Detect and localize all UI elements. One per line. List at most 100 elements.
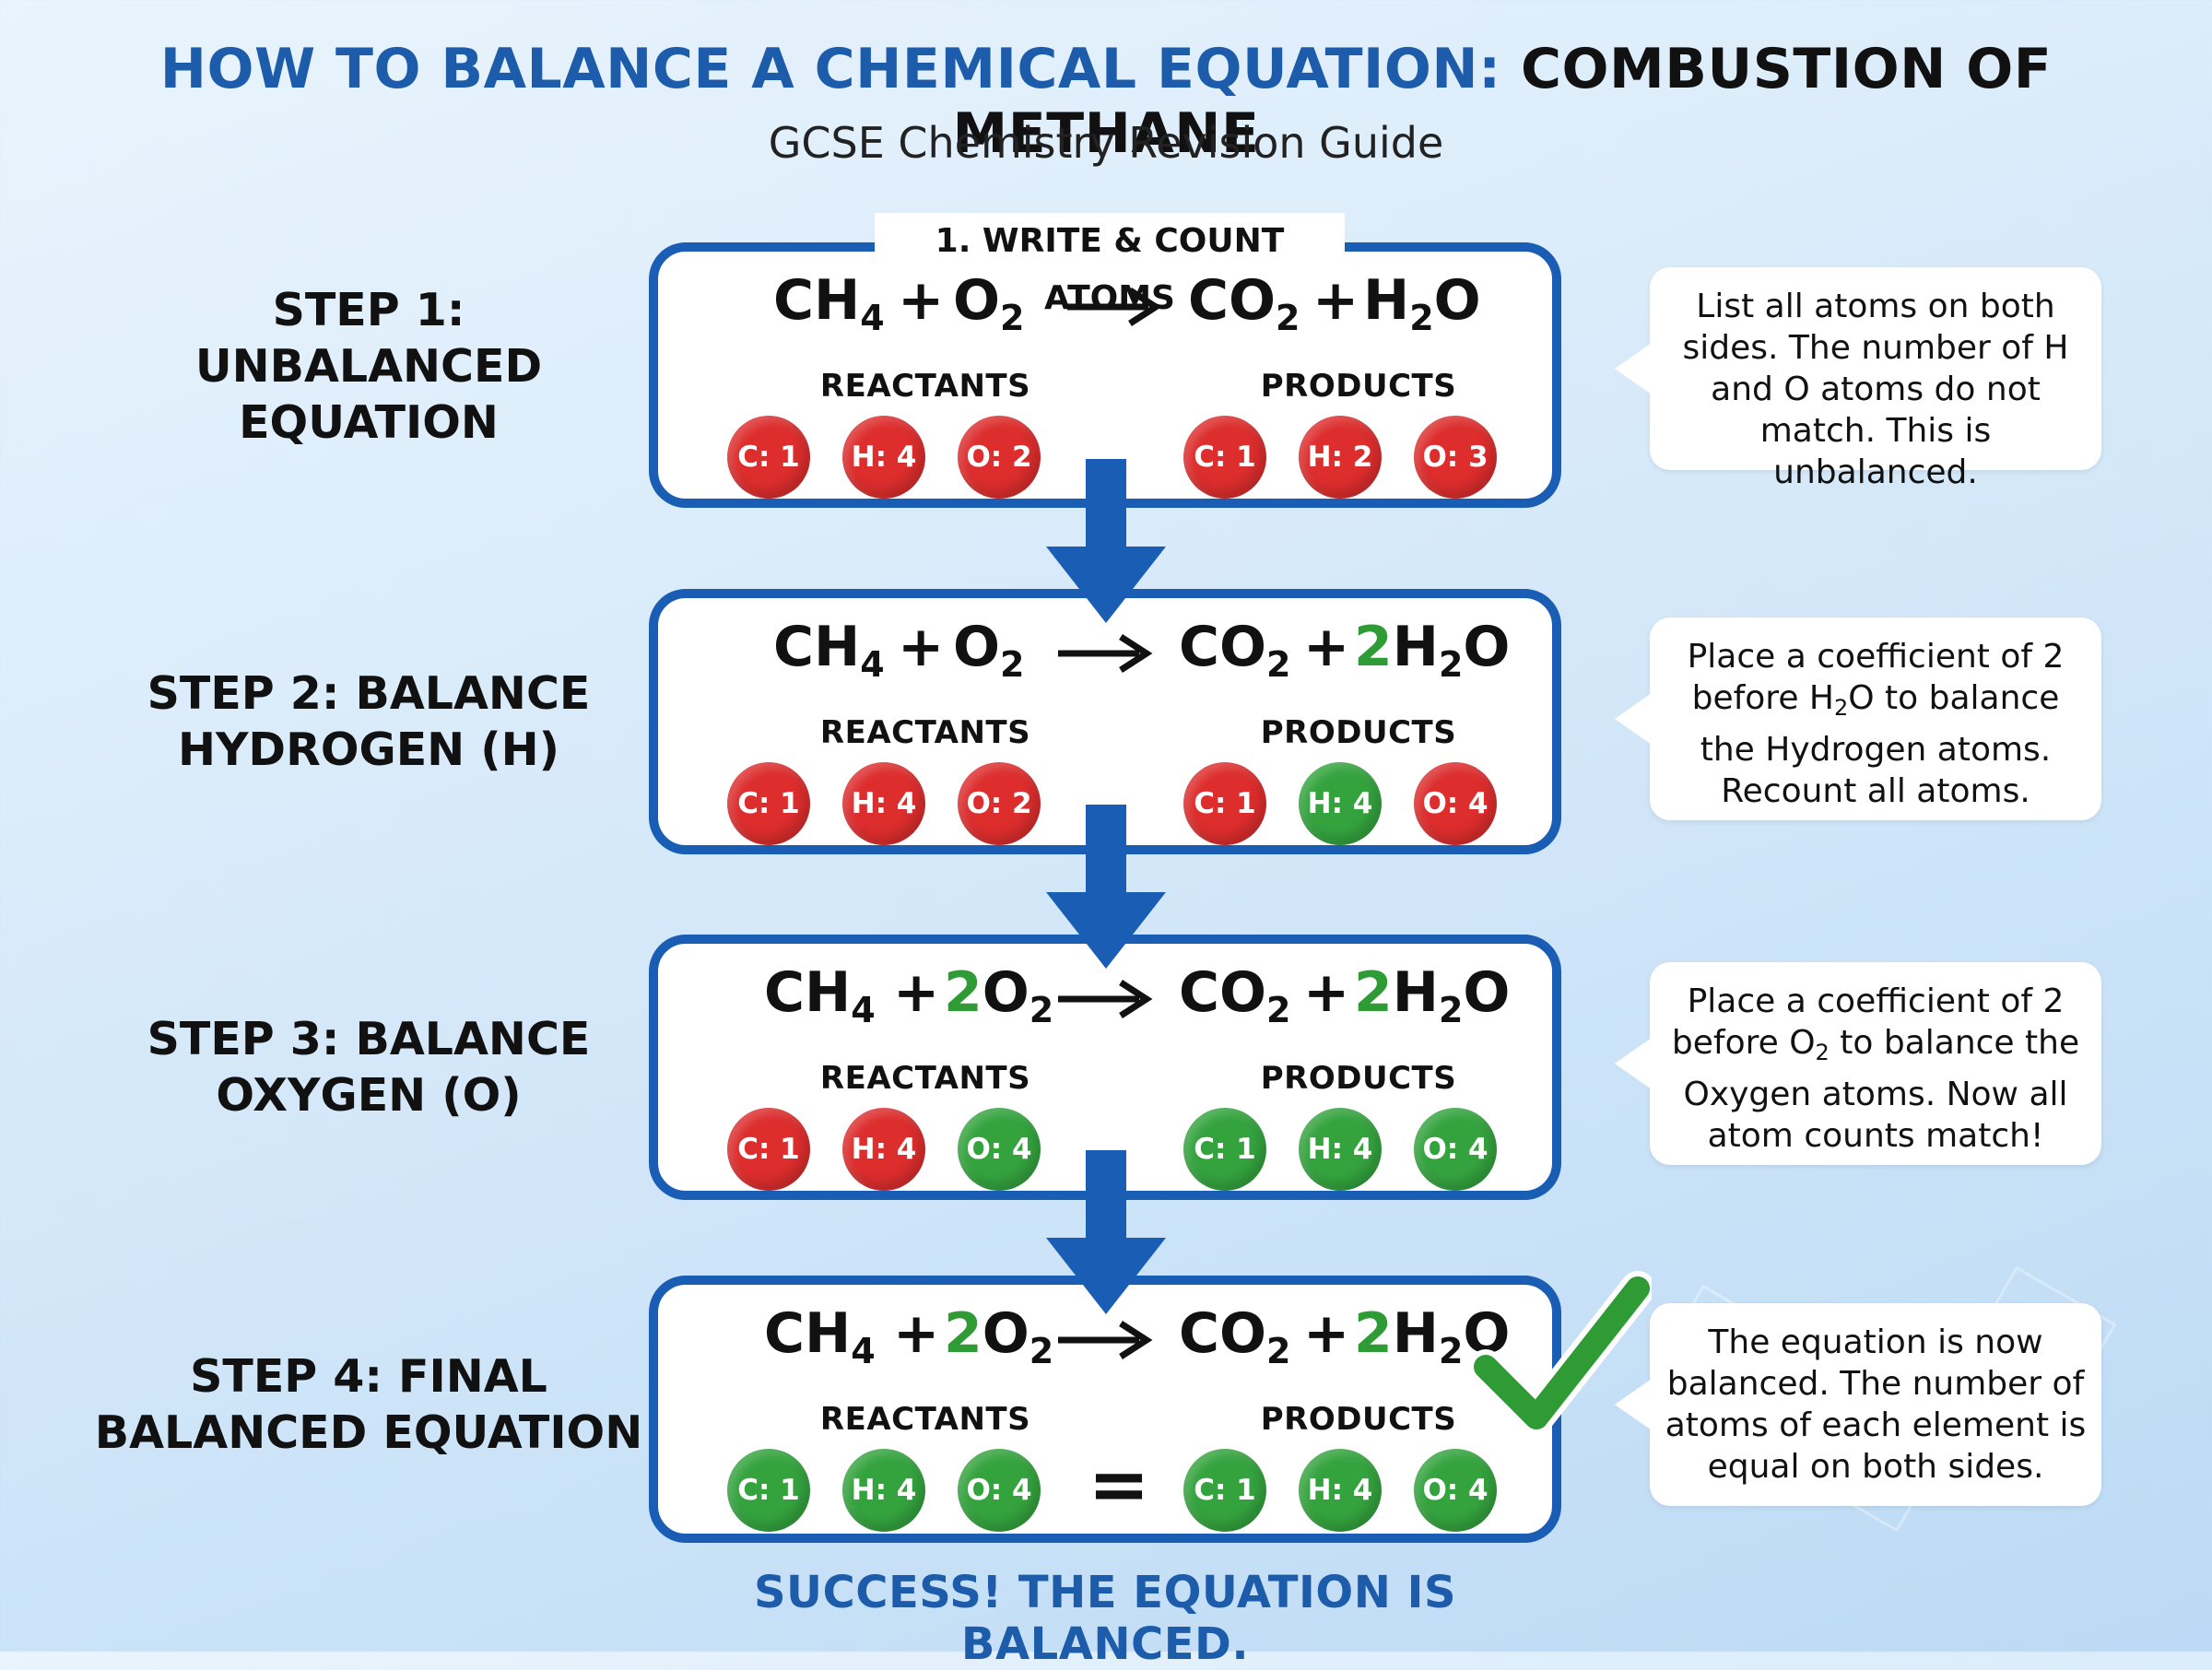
water-term-coefficient: 2: [1354, 615, 1393, 679]
product-atom-count-badge: C: 1: [1183, 1108, 1266, 1191]
reaction-arrow-icon: [1058, 634, 1153, 673]
step-2-callout-text-2: O to balance the Hydrogen atoms. Recount…: [1700, 679, 2060, 810]
step-1-callout-text: List all atoms on both sides. The number…: [1682, 288, 2069, 491]
step-4-label-line-2: BALANCED EQUATION: [94, 1406, 643, 1459]
reactants-label: REACTANTS: [819, 368, 1031, 405]
reactant-atom-count-badge: O: 4: [958, 1449, 1041, 1532]
oxygen-term: O2: [953, 615, 1025, 685]
product-atom-count-badge: O: 4: [1414, 1449, 1497, 1532]
methane-term: CH4: [773, 615, 885, 685]
reactant-atom-count-badge: H: 4: [842, 762, 925, 845]
reactant-atom-count-badge: H: 4: [842, 1108, 925, 1191]
water-term-coefficient: 2: [1354, 960, 1393, 1025]
oxygen-term: 2O2: [944, 1301, 1054, 1371]
oxygen-term-coefficient: 2: [944, 960, 982, 1025]
product-atom-count-badge: O: 3: [1414, 416, 1497, 499]
reaction-arrow-icon: [1058, 1321, 1153, 1359]
step-3-label-line-2: OXYGEN (O): [216, 1069, 522, 1122]
page-subtitle: GCSE Chemistry Revision Guide: [768, 118, 1444, 168]
plus-sign: +: [1303, 615, 1350, 679]
plus-sign: +: [1303, 1301, 1350, 1366]
product-atom-count-badge: C: 1: [1183, 416, 1266, 499]
page-title: HOW TO BALANCE A CHEMICAL EQUATION: COMB…: [0, 37, 2212, 166]
step-3-callout-text-2: to balance the Oxygen atoms. Now all ato…: [1683, 1024, 2080, 1155]
oxygen-term-coefficient: 2: [944, 1301, 982, 1366]
step-4-label: STEP 4: FINAL BALANCED EQUATION: [51, 1348, 687, 1461]
plus-sign: +: [898, 615, 945, 679]
reactant-atom-count-badge: O: 2: [958, 416, 1041, 499]
products-label: PRODUCTS: [1260, 368, 1457, 405]
reactants-label: REACTANTS: [819, 1060, 1031, 1097]
product-atom-count-badge: H: 4: [1299, 1449, 1382, 1532]
reaction-arrow-icon: [1067, 288, 1162, 326]
callout-tail: [1615, 343, 1652, 394]
plus-sign: +: [1312, 268, 1359, 333]
methane-term: CH4: [764, 960, 876, 1030]
plus-sign: +: [1303, 960, 1350, 1025]
water-term-coefficient: 2: [1354, 1301, 1393, 1366]
title-part-1: HOW TO BALANCE A CHEMICAL EQUATION:: [159, 37, 1501, 101]
plus-sign: +: [893, 960, 940, 1025]
reactant-atom-count-badge: H: 4: [842, 1449, 925, 1532]
reactant-atom-count-badge: O: 2: [958, 762, 1041, 845]
box-tag: 1. WRITE & COUNT ATOMS: [875, 213, 1345, 317]
carbon-dioxide-term: CO2: [1188, 268, 1300, 338]
products-label: PRODUCTS: [1260, 714, 1457, 751]
equals-sign: =: [1088, 1441, 1150, 1527]
step-2-label-line-1: STEP 2: BALANCE: [147, 667, 591, 720]
step-3-callout-text-1: Place a coefficient of 2 before O: [1671, 982, 2065, 1062]
carbon-dioxide-term: CO2: [1179, 615, 1291, 685]
reaction-arrow-icon: [1058, 980, 1153, 1018]
reactant-atom-count-badge: C: 1: [727, 762, 810, 845]
products-label: PRODUCTS: [1260, 1060, 1457, 1097]
reactant-atom-count-badge: C: 1: [727, 1108, 810, 1191]
step-2-label: STEP 2: BALANCE HYDROGEN (H): [51, 665, 687, 778]
step-4-callout: The equation is now balanced. The number…: [1615, 1303, 2101, 1506]
step-1-label: STEP 1: UNBALANCED EQUATION: [51, 282, 687, 451]
oxygen-term: O2: [953, 268, 1025, 338]
reactant-atom-count-badge: C: 1: [727, 1449, 810, 1532]
step-3-label-line-1: STEP 3: BALANCE: [147, 1013, 591, 1065]
step-4-callout-text: The equation is now balanced. The number…: [1665, 1323, 2087, 1486]
step-3-callout: Place a coefficient of 2 before O2 to ba…: [1615, 962, 2101, 1165]
step-1-label-line-2: UNBALANCED: [194, 340, 543, 393]
products-label: PRODUCTS: [1260, 1401, 1457, 1438]
step-1-callout: List all atoms on both sides. The number…: [1615, 267, 2101, 491]
callout-tail: [1615, 1379, 1652, 1430]
oxygen-term: 2O2: [944, 960, 1054, 1030]
product-atom-count-badge: H: 4: [1299, 1108, 1382, 1191]
reactant-atom-count-badge: C: 1: [727, 416, 810, 499]
reactants-label: REACTANTS: [819, 714, 1031, 751]
callout-tail: [1615, 693, 1652, 745]
step-2-callout: Place a coefficient of 2 before H2O to b…: [1615, 617, 2101, 820]
carbon-dioxide-term: CO2: [1179, 960, 1291, 1030]
plus-sign: +: [898, 268, 945, 333]
down-arrow-icon: [1046, 1150, 1166, 1314]
product-atom-count-badge: C: 1: [1183, 762, 1266, 845]
product-atom-count-badge: O: 4: [1414, 762, 1497, 845]
step-2-callout-subscript: 2: [1833, 695, 1849, 721]
callout-tail: [1615, 1038, 1652, 1089]
step-2-label-line-2: HYDROGEN (H): [177, 723, 560, 776]
methane-term: CH4: [773, 268, 885, 338]
down-arrow-icon: [1046, 459, 1166, 623]
step-4-label-line-1: STEP 4: FINAL: [190, 1350, 547, 1403]
step-3-label: STEP 3: BALANCE OXYGEN (O): [51, 1011, 687, 1123]
water-term: H2O: [1363, 268, 1481, 338]
water-term: 2H2O: [1354, 615, 1511, 685]
step-2-callout-text-1: Place a coefficient of 2 before H: [1687, 638, 2065, 717]
reactants-label: REACTANTS: [819, 1401, 1031, 1438]
step-1-label-line-1: STEP 1:: [272, 284, 465, 336]
reactant-atom-count-badge: H: 4: [842, 416, 925, 499]
plus-sign: +: [893, 1301, 940, 1366]
success-message: SUCCESS! THE EQUATION IS BALANCED.: [753, 1567, 1457, 1670]
step-1-label-line-3: EQUATION: [239, 396, 499, 449]
carbon-dioxide-term: CO2: [1179, 1301, 1291, 1371]
checkmark-icon: [1468, 1271, 1652, 1435]
product-atom-count-badge: H: 2: [1299, 416, 1382, 499]
product-atom-count-badge: H: 4: [1299, 762, 1382, 845]
water-term: 2H2O: [1354, 960, 1511, 1030]
